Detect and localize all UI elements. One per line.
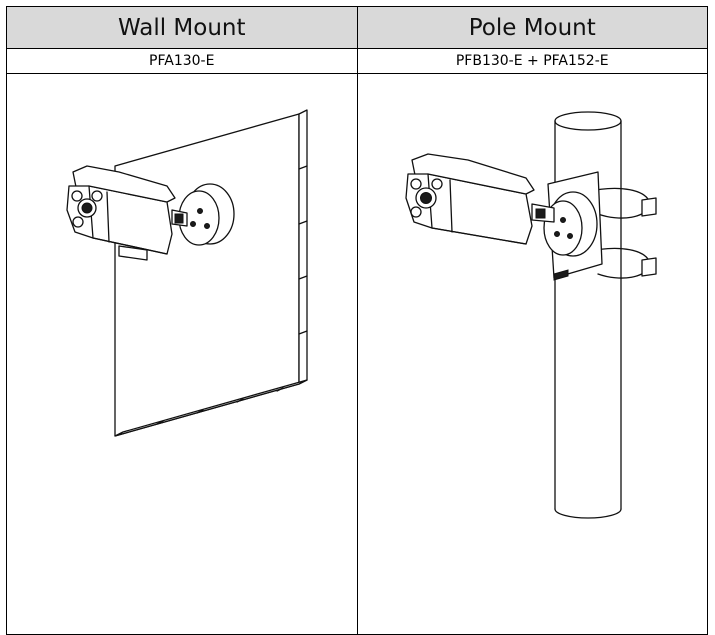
header-row: Wall Mount Pole Mount (6, 6, 708, 49)
pole-mount-model: PFB130-E + PFA152-E (356, 48, 708, 74)
wall-camera-body (66, 165, 188, 261)
pole-mount-figure-cell (356, 73, 708, 635)
pole-mount-heading: Pole Mount (356, 6, 708, 49)
pole-clamp-bands (584, 187, 657, 279)
wall-mount-illustration (66, 109, 308, 437)
pole-bracket-plate (542, 171, 603, 281)
wall-mount-figure-cell (6, 73, 358, 635)
model-row: PFA130-E PFB130-E + PFA152-E (6, 48, 708, 74)
figure-row (6, 73, 708, 635)
mount-options-table: Wall Mount Pole Mount PFA130-E PFB130-E … (6, 6, 708, 635)
wall-mount-box (178, 183, 235, 246)
wall-mount-heading: Wall Mount (6, 6, 358, 49)
pole (553, 111, 622, 519)
mount-options-sheet: Wall Mount Pole Mount PFA130-E PFB130-E … (6, 6, 708, 635)
pole-camera-body (404, 153, 555, 245)
pole-mount-illustration (404, 111, 657, 519)
wall-panel (114, 109, 308, 437)
wall-mount-model: PFA130-E (6, 48, 358, 74)
